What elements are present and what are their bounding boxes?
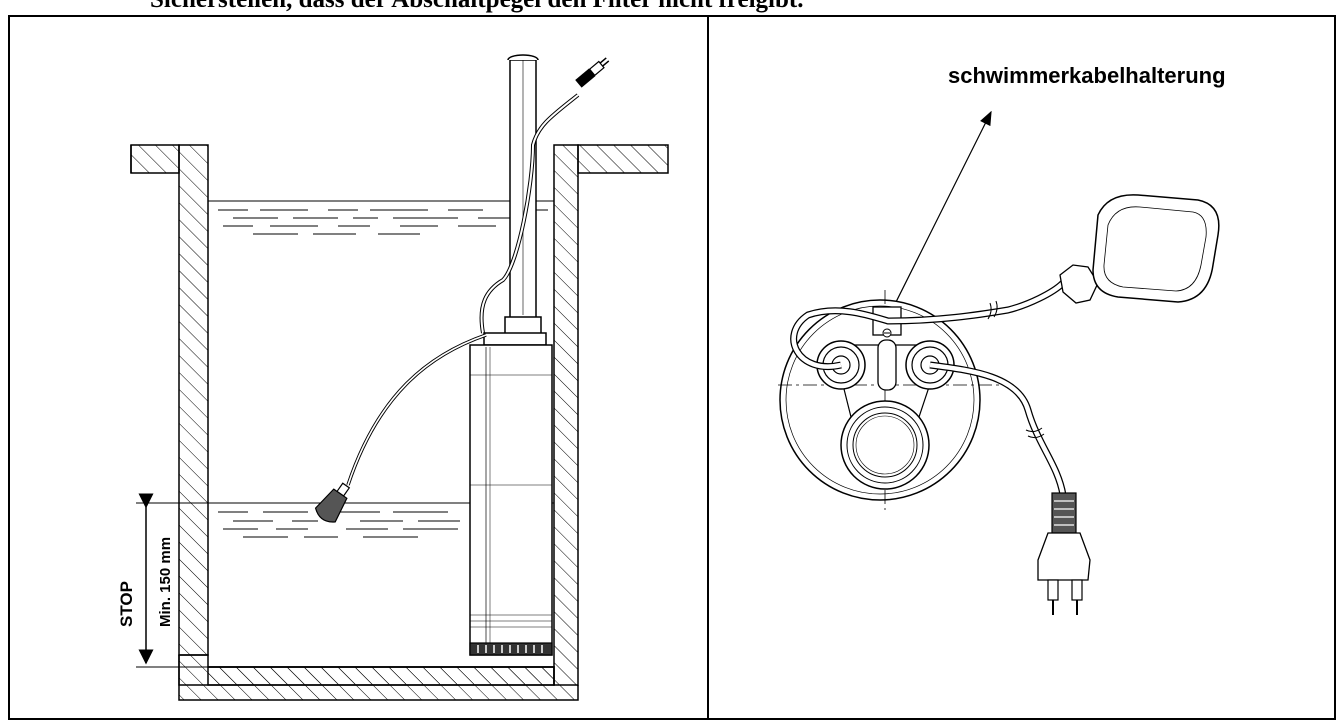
tank-wall-left <box>178 144 209 656</box>
outer-border <box>8 15 1336 720</box>
submersible-pump <box>469 332 553 656</box>
ground-slab-left <box>130 144 180 174</box>
pump-top-view: schwimmerkabelhalterung <box>778 63 1226 615</box>
float-cable <box>346 333 487 486</box>
page-heading: Sicherstellen, dass der Abschaltpegel de… <box>150 0 803 14</box>
ground-slab-right <box>577 144 669 174</box>
plug-icon <box>575 57 610 88</box>
float-switch-icon <box>314 482 351 523</box>
plug-top-icon <box>1037 492 1091 615</box>
callout-arrow <box>887 110 992 319</box>
float-switch-top-icon <box>1059 194 1220 304</box>
min-depth-dimension <box>136 493 208 668</box>
stop-label: STOP <box>117 581 136 627</box>
callout-label: schwimmerkabelhalterung <box>948 63 1226 88</box>
tank-diagram: STOP Min. 150 mm <box>117 54 669 701</box>
figure-svg: STOP Min. 150 mm schwimmerkabelhalterung <box>8 15 1336 720</box>
figure-frame: STOP Min. 150 mm schwimmerkabelhalterung <box>8 15 1336 720</box>
water-level-upper <box>208 200 554 235</box>
tank-wall-right <box>553 144 579 686</box>
min-depth-label: Min. 150 mm <box>157 537 174 627</box>
discharge-pipe <box>504 54 542 336</box>
